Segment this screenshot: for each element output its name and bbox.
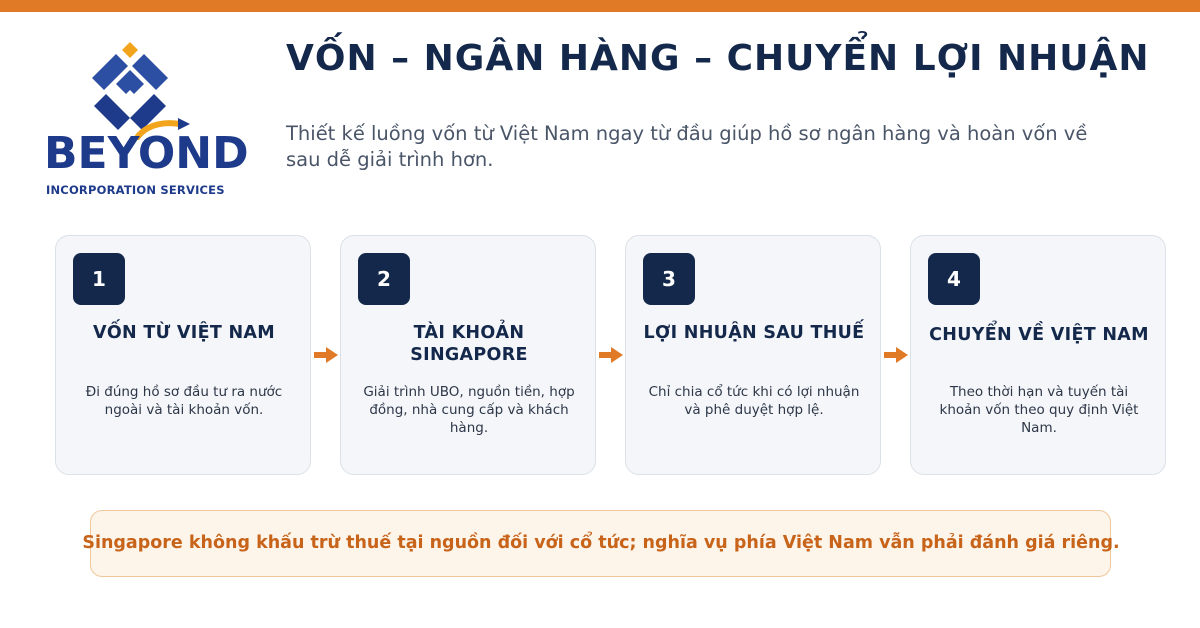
step-title: LỢI NHUẬN SAU THUẾ [643, 323, 865, 343]
step-number-badge: 2 [358, 253, 410, 305]
arrow-right-icon [884, 347, 908, 363]
step-title: CHUYỂN VỀ VIỆT NAM [929, 325, 1149, 345]
step-card-4: 4 CHUYỂN VỀ VIỆT NAM Theo thời hạn và tu… [910, 235, 1166, 475]
logo-wordmark: BEYOND [44, 128, 249, 179]
arrow-right-icon [314, 347, 338, 363]
step-title: VỐN TỪ VIỆT NAM [93, 323, 275, 343]
tax-note-text: Singapore không khấu trừ thuế tại nguồn … [82, 533, 1120, 553]
step-card-2: 2 TÀI KHOẢN SINGAPORE Giải trình UBO, ng… [340, 235, 596, 475]
arrow-right-icon [599, 347, 623, 363]
page-title: VỐN – NGÂN HÀNG – CHUYỂN LỢI NHUẬN [286, 38, 1150, 79]
step-card-1: 1 VỐN TỪ VIỆT NAM Đi đúng hồ sơ đầu tư r… [55, 235, 311, 475]
step-description: Giải trình UBO, nguồn tiền, hợp đồng, nh… [363, 384, 575, 436]
step-description: Đi đúng hồ sơ đầu tư ra nước ngoài và tà… [85, 384, 283, 418]
logo-mark-icon [92, 42, 190, 140]
company-logo: BEYOND INCORPORATION SERVICES [40, 40, 249, 200]
tax-note-box: Singapore không khấu trừ thuế tại nguồn … [82, 510, 1120, 577]
page-subtitle: Thiết kế luồng vốn từ Việt Nam ngay từ đ… [286, 122, 1088, 171]
top-accent-bar [0, 0, 1200, 12]
step-card-3: 3 LỢI NHUẬN SAU THUẾ Chỉ chia cổ tức khi… [625, 235, 881, 475]
step-number-badge: 4 [928, 253, 980, 305]
step-description: Theo thời hạn và tuyến tài khoản vốn the… [939, 384, 1139, 436]
step-description: Chỉ chia cổ tức khi có lợi nhuận và phê … [648, 384, 860, 418]
step-number-badge: 1 [73, 253, 125, 305]
logo-tagline: INCORPORATION SERVICES [46, 183, 225, 197]
step-number-badge: 3 [643, 253, 695, 305]
step-title: TÀI KHOẢN SINGAPORE [410, 323, 528, 365]
